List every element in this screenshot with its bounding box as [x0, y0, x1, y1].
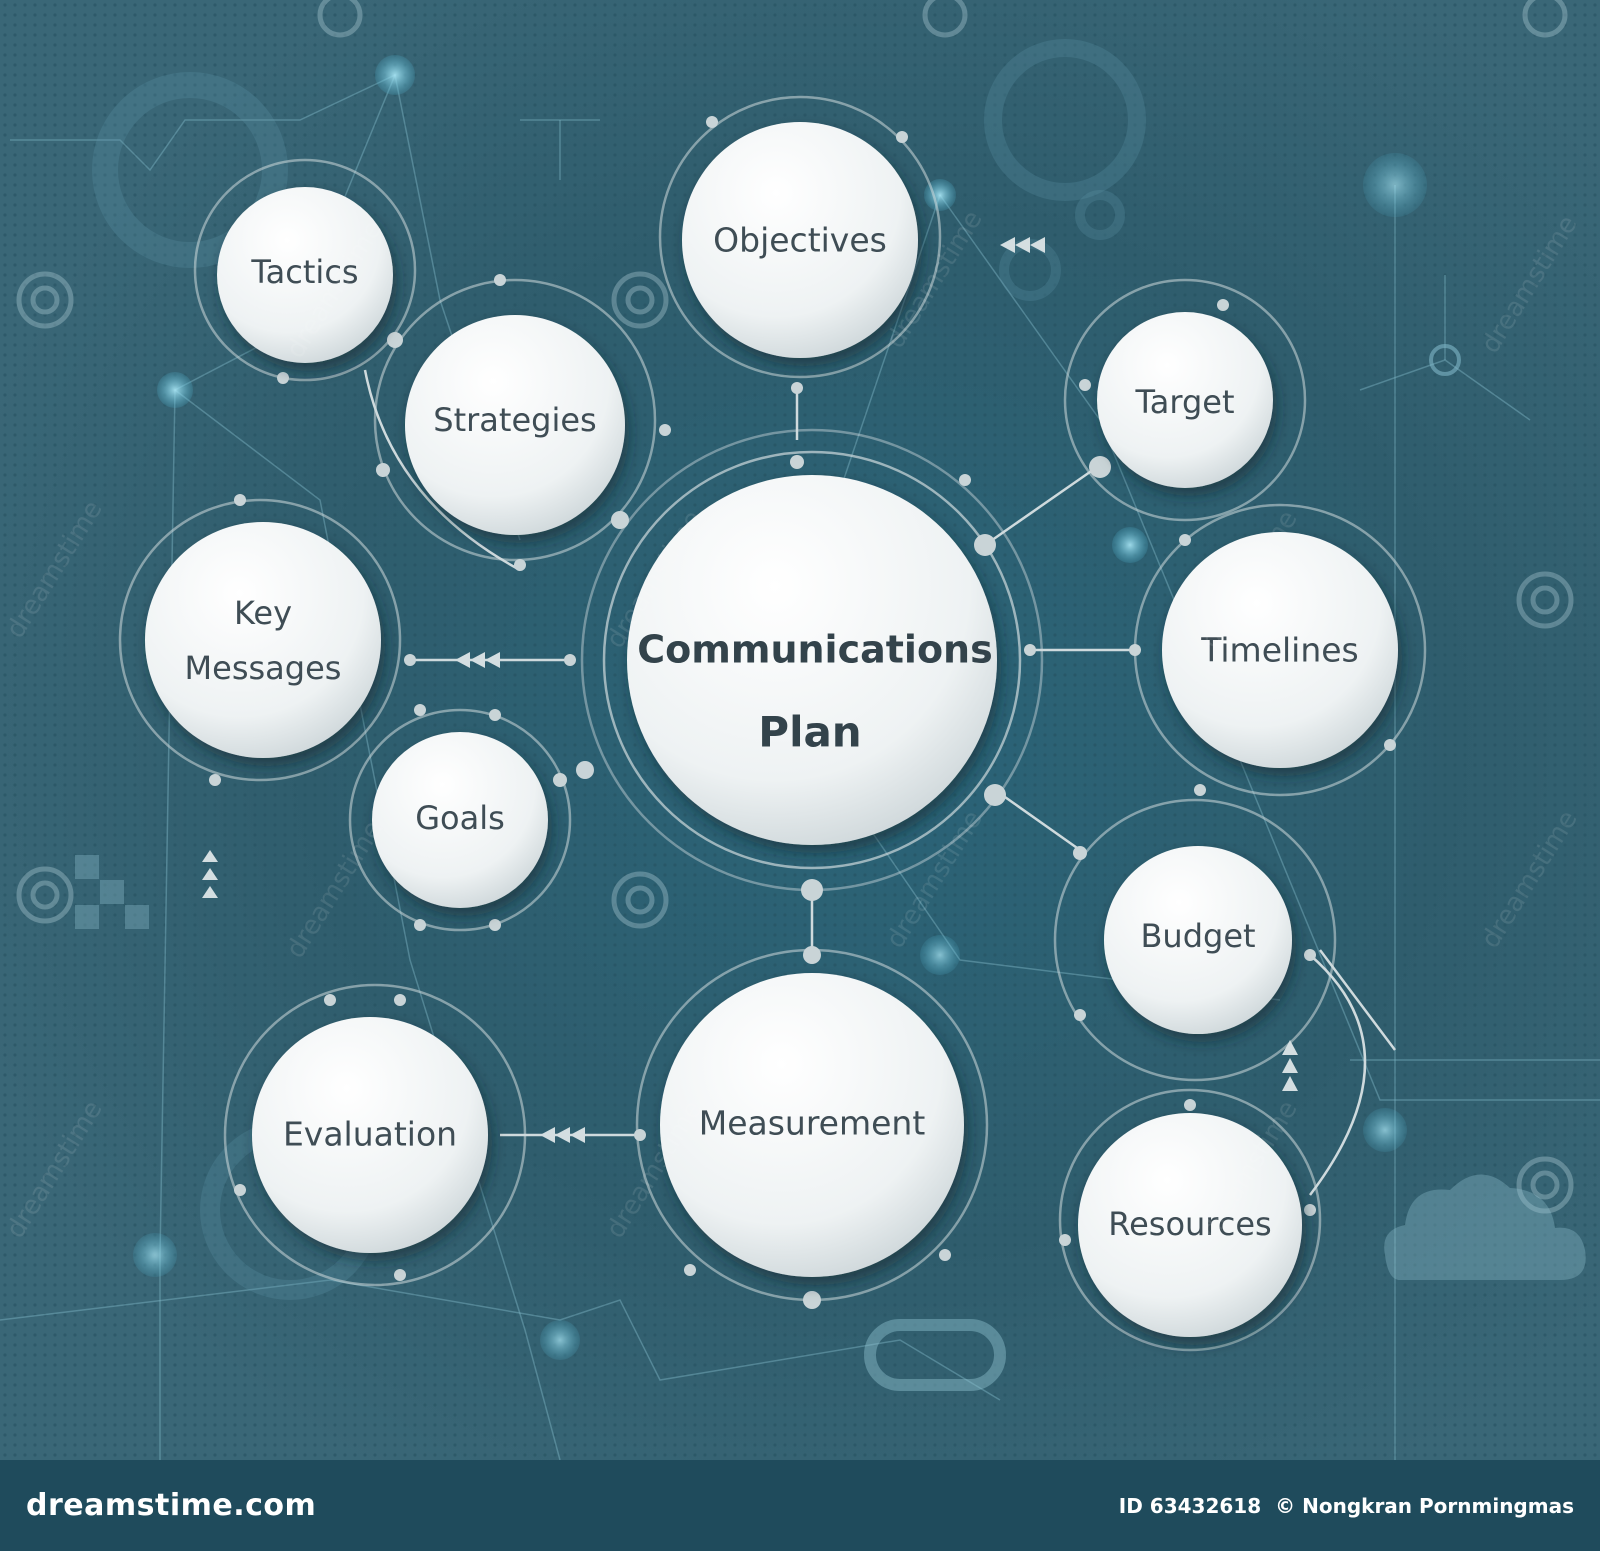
node-label: Timelines [1200, 631, 1359, 670]
node-bubble [1104, 846, 1292, 1034]
node-bubble [1078, 1113, 1302, 1337]
node-resources: Resources [1078, 1113, 1302, 1337]
node-label: Goals [415, 799, 505, 837]
node-bubble [1162, 532, 1398, 768]
node-label: Messages [185, 649, 342, 687]
node-label: Strategies [433, 401, 596, 439]
node-strategies: Strategies [405, 315, 625, 535]
node-goals: Goals [372, 732, 548, 908]
node-measurement: Measurement [660, 973, 964, 1277]
node-evaluation: Evaluation [252, 1017, 488, 1253]
background-network [0, 73, 1600, 1460]
node-label: Evaluation [283, 1115, 457, 1154]
node-bubble [682, 122, 918, 358]
image-id-text: ID 63432618 [1118, 1493, 1262, 1518]
cloud-icon [1384, 1174, 1586, 1280]
node-bubble [405, 315, 625, 535]
background-spiral-marks [16, 0, 1574, 1214]
node-objectives: Objectives [682, 122, 918, 358]
node-bubble [217, 187, 393, 363]
node-bubble [145, 522, 381, 758]
author-credit-text: © Nongkran Pornmingmas [1275, 1493, 1574, 1518]
node-label: Resources [1108, 1205, 1271, 1243]
node-label: Objectives [713, 221, 887, 260]
center-label-line1: Communications [637, 628, 992, 672]
node-budget: Budget [1104, 846, 1292, 1034]
node-target: Target [1097, 312, 1273, 488]
node-bubble [660, 973, 964, 1277]
node-label: Key [234, 594, 292, 632]
connector-dots [209, 116, 1396, 1309]
node-bubble [252, 1017, 488, 1253]
node-label: Measurement [699, 1104, 926, 1143]
image-credit: ID 63432618 © Nongkran Pornmingmas [1119, 1494, 1574, 1518]
sync-arrows-icon [864, 1319, 1006, 1391]
node-label: Tactics [250, 253, 358, 291]
dreamstime-logo-text: dreamstime.com [26, 1488, 317, 1523]
stock-credit-bar: dreamstime.com ID 63432618 © Nongkran Po… [0, 1460, 1600, 1551]
arrowhead-markers [202, 237, 1298, 1143]
background-glow-dots [133, 55, 1461, 1360]
node-bubble [372, 732, 548, 908]
node-bubble [1097, 312, 1273, 488]
node-label: Budget [1140, 917, 1255, 955]
node-timelines: Timelines [1162, 532, 1398, 768]
flowchart-icon [75, 855, 149, 929]
center-node-communications-plan [627, 475, 997, 845]
center-label-line2: Plan [758, 708, 861, 757]
node-label: Target [1135, 383, 1235, 421]
node-tactics: Tactics [217, 187, 393, 363]
